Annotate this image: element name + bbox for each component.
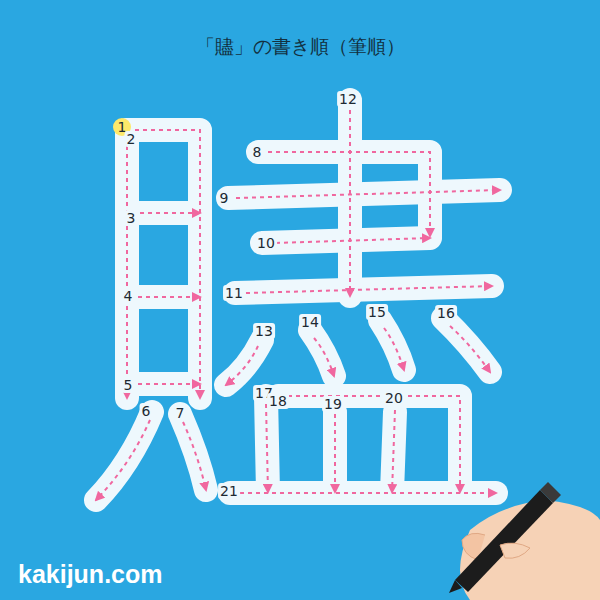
stroke-number: 9 bbox=[218, 190, 231, 206]
stroke-number: 6 bbox=[140, 403, 153, 419]
stroke-number: 16 bbox=[435, 305, 457, 321]
stroke-number: 20 bbox=[383, 390, 405, 406]
stroke-number: 8 bbox=[251, 144, 264, 160]
stroke-number: 4 bbox=[122, 288, 135, 304]
stroke-number: 14 bbox=[299, 314, 321, 330]
stroke-number: 19 bbox=[322, 396, 344, 412]
stroke-number: 21 bbox=[218, 483, 240, 499]
stroke-number: 11 bbox=[223, 285, 245, 301]
site-brand: kakijun.com bbox=[18, 560, 163, 589]
stroke-number: 5 bbox=[122, 377, 135, 393]
stroke-number: 3 bbox=[125, 210, 138, 226]
stroke-number: 12 bbox=[337, 91, 359, 107]
hand-with-pen bbox=[449, 482, 600, 600]
stroke-number: 13 bbox=[253, 323, 275, 339]
page-title: 「贐」の書き順（筆順） bbox=[0, 34, 600, 60]
stroke-number: 7 bbox=[174, 405, 187, 421]
stroke-guides bbox=[96, 110, 500, 500]
stroke-number: 15 bbox=[366, 304, 388, 320]
stroke-number: 18 bbox=[267, 393, 289, 409]
stroke-number: 10 bbox=[255, 235, 277, 251]
stroke-number: 2 bbox=[125, 131, 138, 147]
character-strokes bbox=[96, 100, 500, 500]
